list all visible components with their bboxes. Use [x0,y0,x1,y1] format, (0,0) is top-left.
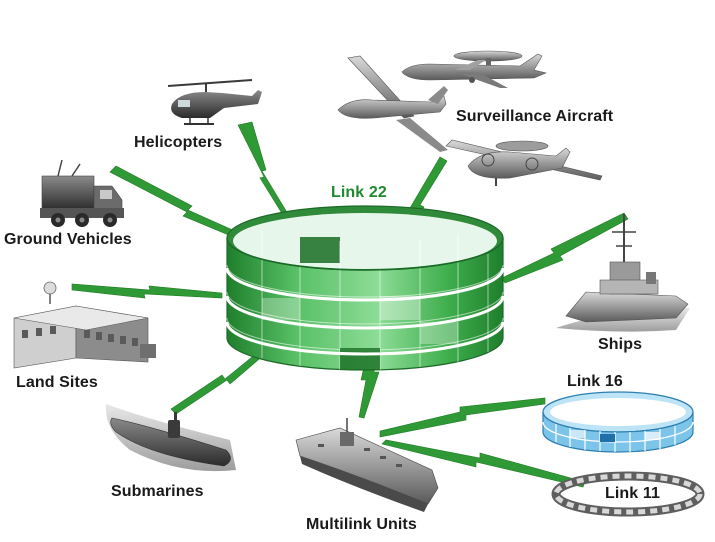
uav-drone-icon [337,55,448,152]
label-multilink-units: Multilink Units [306,516,417,533]
label-ships: Ships [598,336,643,353]
radar-building-icon [13,281,156,369]
bolt-link16 [379,397,546,438]
label-surveillance-aircraft: Surveillance Aircraft [456,108,614,125]
label-link16: Link 16 [567,373,623,390]
awacs-aircraft-icon [401,50,547,88]
label-link11: Link 11 [605,485,660,502]
destroyer-ship-icon [556,214,690,332]
label-link22: Link 22 [331,184,387,201]
link16-ring [542,391,694,453]
bolt-ships [501,212,629,284]
submarine-icon [105,404,236,472]
label-submarines: Submarines [111,483,204,500]
military-truck-icon [40,159,124,227]
aircraft-carrier-icon [295,418,439,512]
propeller-aircraft-icon [445,139,603,186]
lightning-bolts [71,121,629,488]
label-ground-vehicles: Ground Vehicles [4,231,132,248]
link11-ring [551,471,705,517]
bolt-helicopter [237,121,289,216]
bolt-ground [109,165,247,242]
label-helicopters: Helicopters [134,134,223,151]
label-land-sites: Land Sites [16,374,98,391]
link22-cylinder [225,205,505,371]
bolt-land [71,283,223,299]
helicopter-icon [167,79,262,125]
